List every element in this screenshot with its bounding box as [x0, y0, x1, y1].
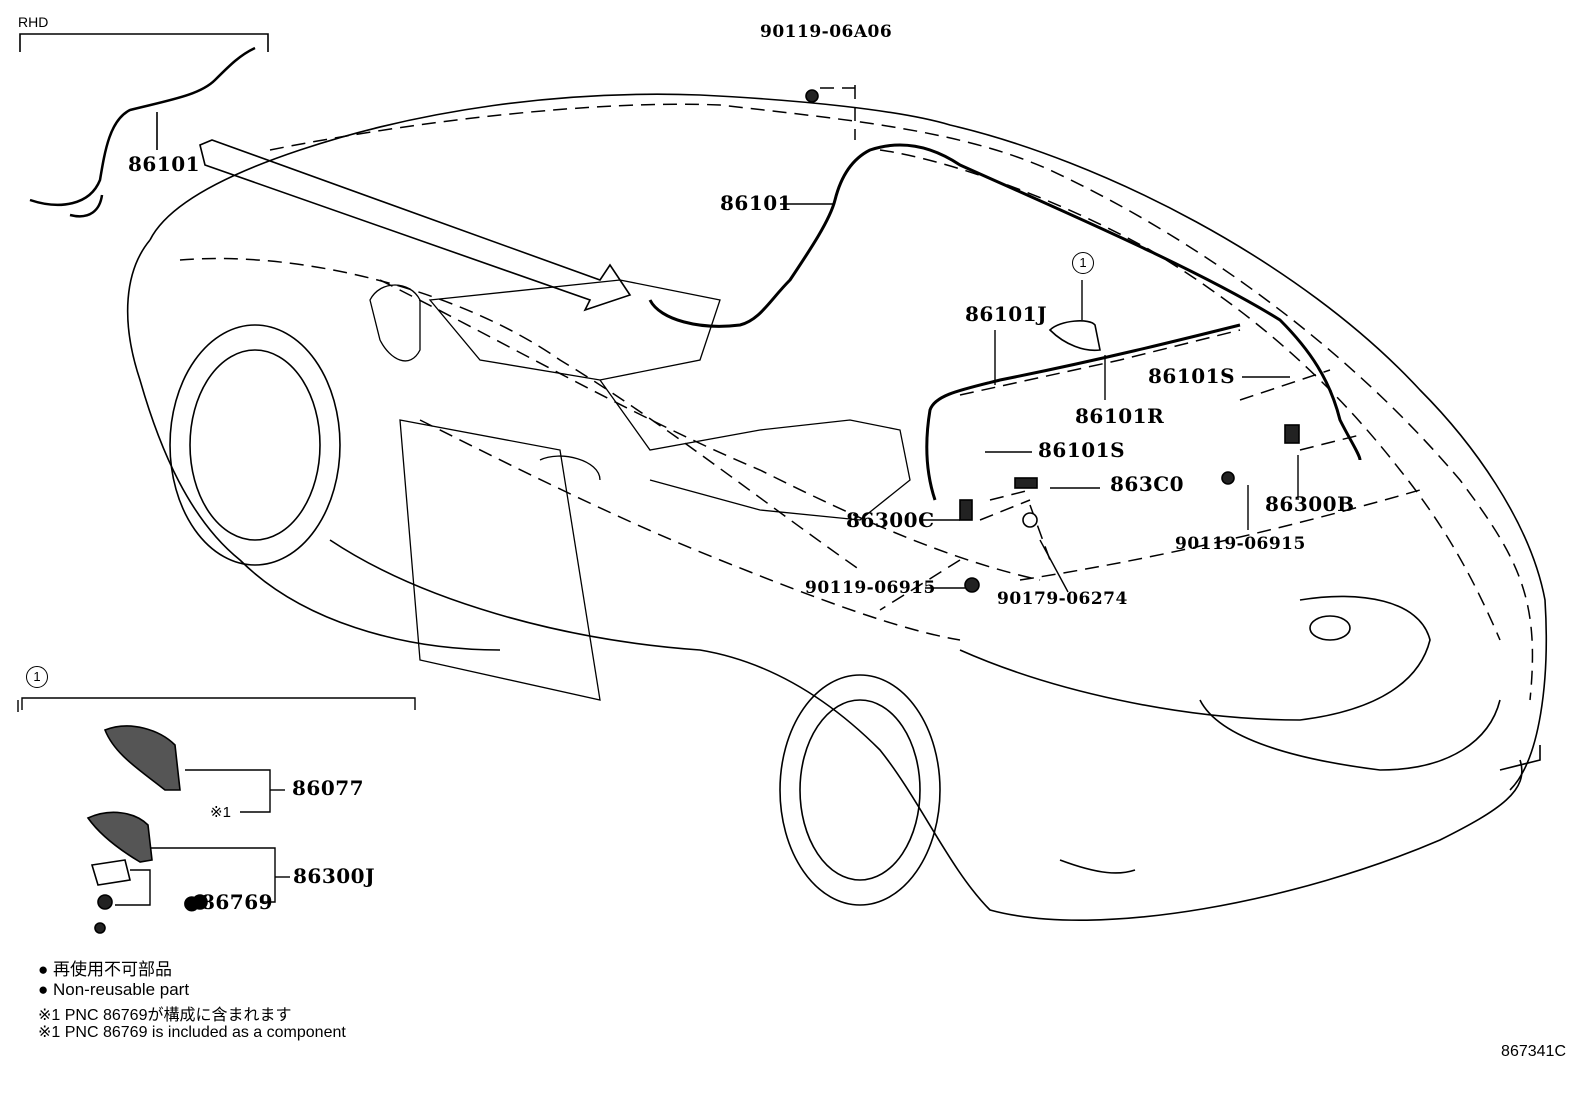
bolt-icon	[805, 89, 819, 103]
part-label-86300B[interactable]: 86300B	[1265, 492, 1355, 516]
antenna-cover-86077	[103, 725, 181, 791]
part-label-86077[interactable]: 86077	[292, 776, 365, 800]
part-label-863C0[interactable]: 863C0	[1110, 472, 1185, 496]
rhd-harness	[29, 46, 256, 207]
callout-1-section-marker: 1	[26, 666, 48, 688]
fasteners	[94, 89, 1300, 934]
legend-nonreusable-jp: ● 再使用不可部品	[38, 960, 172, 979]
connector-icon	[1284, 424, 1300, 444]
rhd-bracket	[19, 33, 269, 52]
part-label-90119-06915-left[interactable]: 90119-06915	[805, 578, 936, 598]
rhd-label: RHD	[18, 14, 49, 30]
part-label-86300J[interactable]: 86300J	[293, 864, 376, 888]
antenna-harness-86101J	[925, 323, 1241, 501]
part-label-86101[interactable]: 86101	[720, 191, 793, 215]
legend-nonreusable-en: ● Non-reusable part	[38, 980, 190, 999]
part-label-90119-06A06[interactable]: 90119-06A06	[760, 22, 893, 42]
roof-antenna	[1048, 320, 1101, 352]
part-label-90179-06274[interactable]: 90179-06274	[997, 589, 1128, 609]
part-label-90119-06915-right[interactable]: 90119-06915	[1175, 534, 1306, 554]
part-label-86101R[interactable]: 86101R	[1075, 404, 1165, 428]
gasket-icon	[90, 859, 131, 886]
clip-icon	[1022, 512, 1038, 528]
car-interior	[369, 279, 911, 701]
part-label-86101J[interactable]: 86101J	[965, 302, 1048, 326]
bolt-icon	[964, 577, 980, 593]
antenna-harness-86101	[648, 143, 1362, 461]
note-mark-1: ※1	[210, 804, 231, 821]
diagram-code: 867341C	[1501, 1043, 1566, 1060]
legend-note-jp: ※1 PNC 86769が構成に含まれます	[38, 1007, 292, 1024]
nonreusable-dot	[192, 894, 208, 910]
part-label-86300C[interactable]: 86300C	[846, 508, 935, 532]
connector-icon	[959, 499, 973, 521]
connector-icon	[1014, 477, 1038, 489]
part-label-86101S-lower[interactable]: 86101S	[1038, 438, 1126, 462]
screw-icon	[94, 922, 106, 934]
legend-note-en: ※1 PNC 86769 is included as a component	[38, 1024, 346, 1041]
part-label-86101S-upper[interactable]: 86101S	[1148, 364, 1236, 388]
part-label-86769[interactable]: ●86769	[183, 890, 274, 914]
nut-icon	[97, 894, 113, 910]
part-label-86101-rhd[interactable]: 86101	[128, 152, 201, 176]
bolt-icon	[1221, 471, 1235, 485]
antenna-base-86300J	[86, 811, 153, 863]
leader-lines	[17, 203, 1299, 906]
car-hidden-lines	[179, 85, 1534, 701]
callout-1-marker[interactable]: 1	[1072, 252, 1094, 274]
direction-arrow	[199, 139, 632, 312]
